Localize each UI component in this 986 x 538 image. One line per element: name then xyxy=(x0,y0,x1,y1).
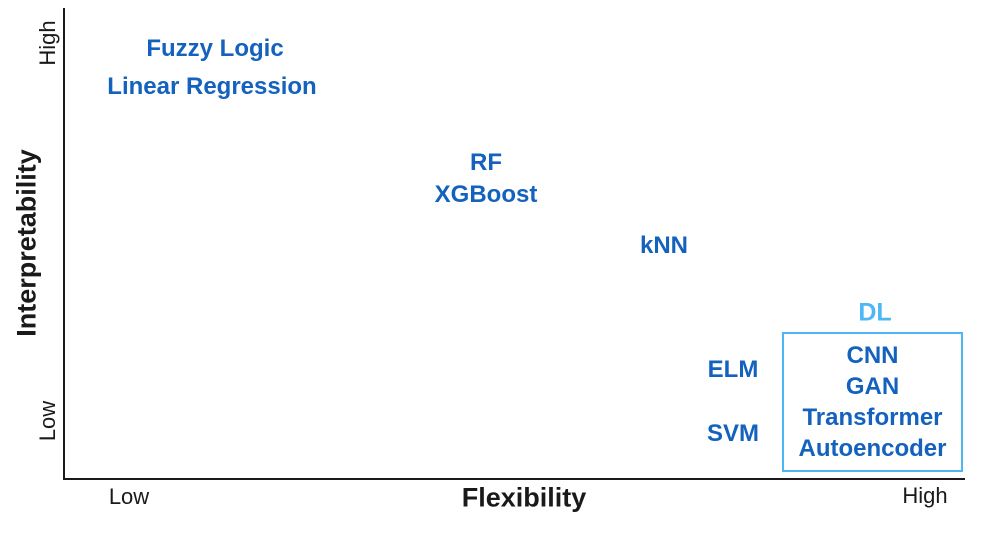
dl-group-label: DL xyxy=(858,298,892,327)
y-axis-low-tick: Low xyxy=(35,400,60,442)
x-axis-line xyxy=(63,478,965,480)
method-label-xgboost: XGBoost xyxy=(434,181,538,208)
method-label-knn: kNN xyxy=(639,232,689,259)
x-axis-title: Flexibility xyxy=(461,482,587,513)
y-axis-high-tick: High xyxy=(35,20,60,66)
y-axis-line xyxy=(63,8,65,480)
x-axis-low-tick: Low xyxy=(108,484,150,509)
method-label-fuzzy-logic: Fuzzy Logic xyxy=(146,35,284,62)
dl-group-box: CNN GAN Transformer Autoencoder xyxy=(782,332,963,472)
method-label-rf: RF xyxy=(470,149,502,176)
dl-item-cnn: CNN xyxy=(846,342,899,369)
dl-item-gan: GAN xyxy=(845,373,900,400)
y-axis-title: Interpretability xyxy=(11,149,42,337)
dl-item-autoencoder: Autoencoder xyxy=(798,435,947,462)
method-label-linear-regression: Linear Regression xyxy=(107,73,317,100)
x-axis-high-tick: High xyxy=(902,483,948,508)
method-label-elm: ELM xyxy=(707,356,759,383)
method-label-svm: SVM xyxy=(706,420,760,447)
dl-item-transformer: Transformer xyxy=(802,404,943,431)
